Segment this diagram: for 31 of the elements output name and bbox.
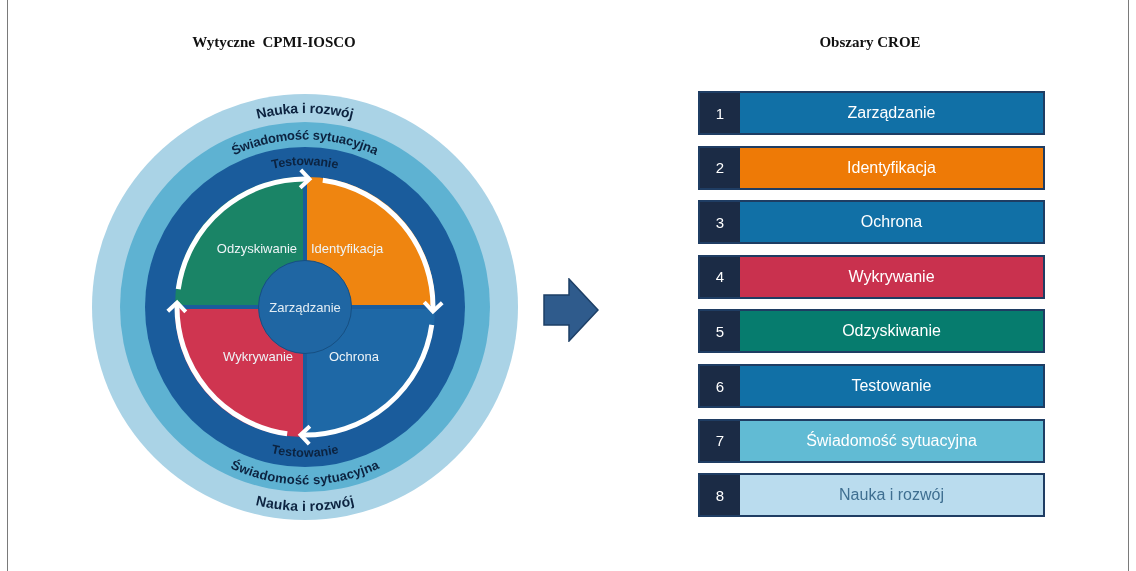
cycle-arrow [175,168,312,290]
list-row [698,364,1045,408]
area-bar: Testowanie [740,366,1043,406]
list-row [698,145,1045,190]
cycle-arrow [166,300,288,437]
sector-label: Ochrona [329,349,379,364]
area-bar: Ochrona [740,202,1043,243]
area-bar: Wykrywanie [740,256,1043,297]
section-heading: Wytyczne CPMI-IOSCO [191,34,357,51]
list-row [698,254,1045,299]
area-bar: Zarządzanie [740,93,1043,133]
area-bar: Identyfikacja [740,147,1043,188]
ring-label: Testowanie [270,154,340,172]
sector-label: Odzyskiwanie [216,241,297,256]
cycle-arrow [322,177,444,314]
list-row [698,418,1045,463]
list-row [698,309,1045,354]
area-bar: Świadomość sytuacyjna [740,420,1043,461]
ring-label: Nauka i rozwój [254,100,356,122]
area-bar: Nauka i rozwój [740,475,1043,516]
sector-label: Identyfikacja [311,241,384,256]
list-row [698,91,1045,135]
sector-label: Wykrywanie [223,349,293,364]
list-row [698,200,1045,245]
ring-label: Nauka i rozwój [254,492,356,514]
section-heading: Obszary CROE [818,34,922,51]
cycle-arrow [298,324,435,446]
area-bar: Odzyskiwanie [740,311,1043,352]
list-row [698,473,1045,518]
ring-label: Testowanie [270,442,340,460]
center-label: Zarządzanie [269,299,341,315]
